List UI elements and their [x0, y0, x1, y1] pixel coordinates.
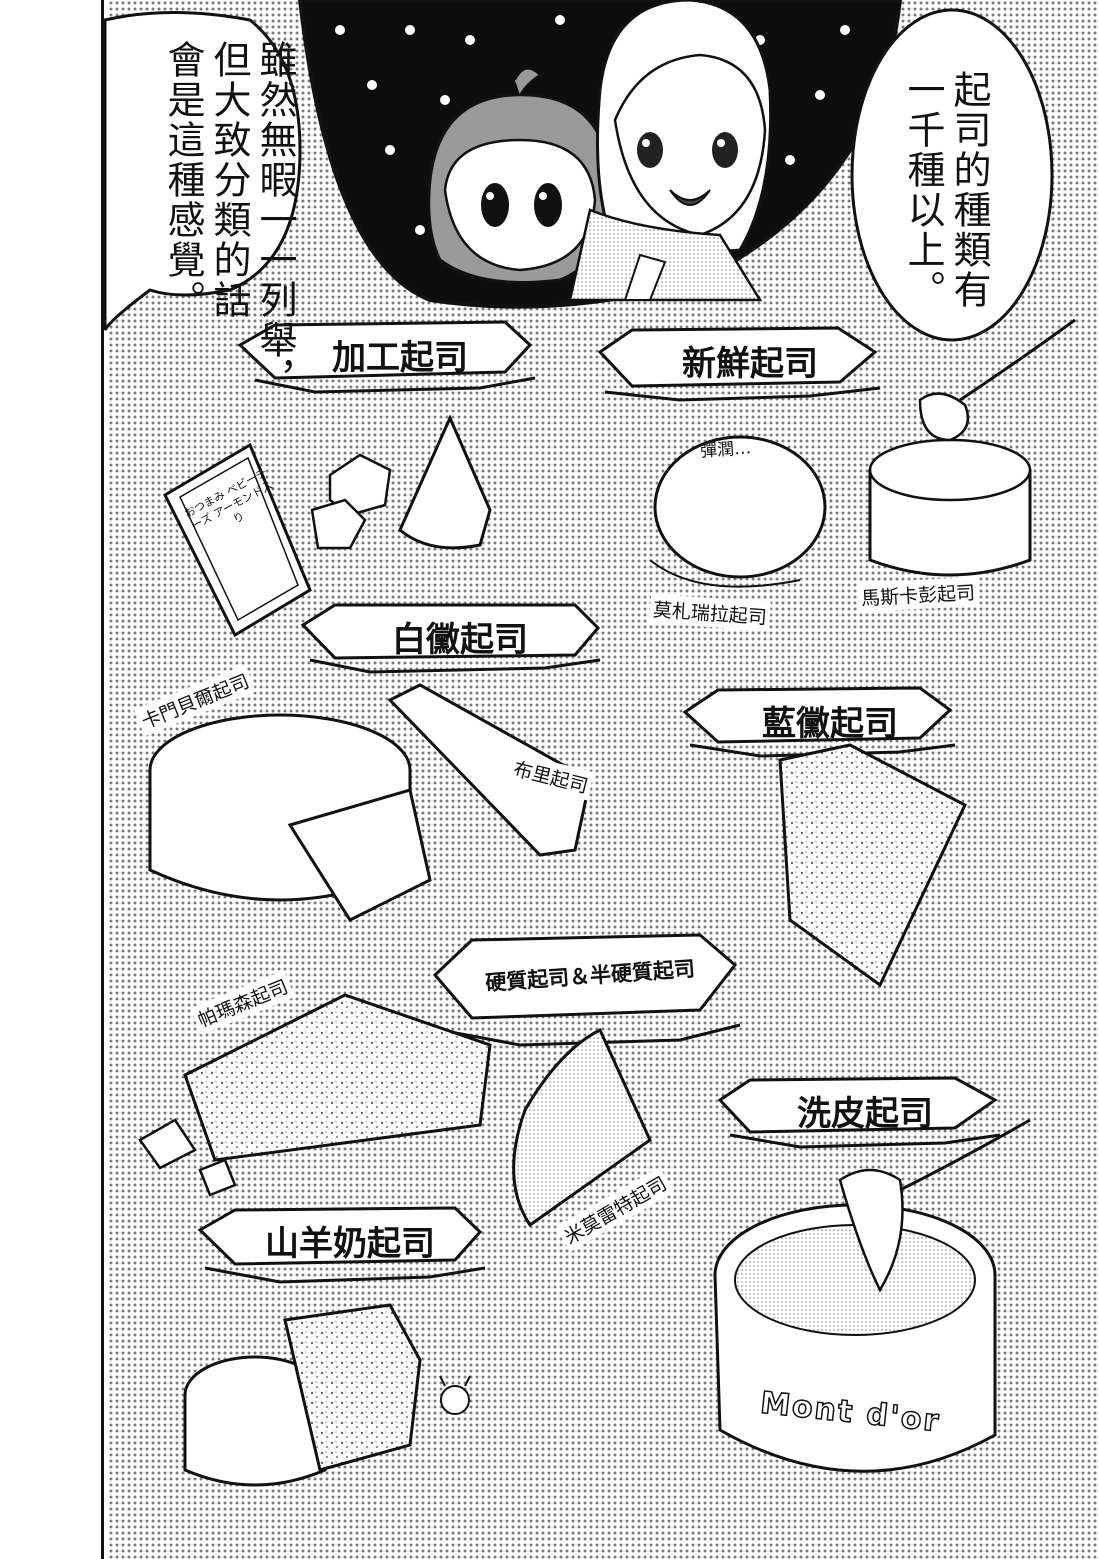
processed-cheese-illustration — [163, 414, 492, 638]
bounce-sound-effect: 彈潤… — [699, 438, 752, 462]
hard-cheese-illustration — [138, 993, 652, 1228]
washed-rind-cheese-illustration — [713, 1118, 1031, 1473]
characters-illustration — [427, 0, 773, 302]
banner-fresh-cheese: 新鮮起司 — [682, 344, 818, 384]
banner-blue-mold-cheese: 藍黴起司 — [762, 704, 898, 744]
banner-white-mold-cheese: 白黴起司 — [392, 620, 528, 660]
white-mold-cheese-illustration — [148, 683, 592, 922]
banner-goat-cheese: 山羊奶起司 — [265, 1224, 435, 1264]
banner-processed-cheese: 加工起司 — [332, 338, 468, 378]
left-speech-text: 雖然無暇一一列舉， 但大致分類的話 會是這種感覺。 — [161, 40, 297, 400]
fresh-cheese-illustration — [649, 318, 1076, 588]
blue-mold-cheese-illustration — [778, 743, 967, 988]
left-speech-bubble — [103, 11, 302, 331]
goat-cheese-illustration — [183, 1303, 471, 1487]
banner-washed-rind-cheese: 洗皮起司 — [797, 1094, 933, 1134]
page-gutter — [0, 0, 104, 1559]
right-speech-text: 起司的種類有 一千種以上。 — [901, 70, 991, 310]
ribbon-banners — [197, 320, 1001, 1284]
right-speech-bubble — [850, 8, 1054, 342]
